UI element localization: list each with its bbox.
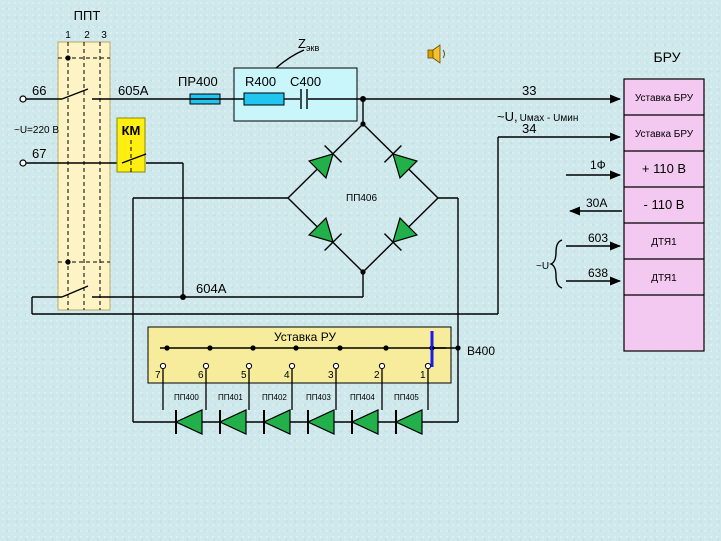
bru-row-label: Уставка БРУ	[635, 129, 694, 140]
ru-tap-label: 4	[284, 370, 290, 381]
bru-row: ДТЯ1	[624, 273, 704, 296]
terminal-66	[19, 95, 27, 103]
ppt-title: ППТ	[74, 8, 101, 23]
terminal-67	[19, 159, 27, 167]
ppt-pin-3: 3	[101, 30, 107, 41]
bru-block	[623, 78, 705, 352]
diode-label: ПП400	[174, 393, 199, 402]
label-34: 34	[522, 121, 536, 136]
bru-row: ДТЯ1	[624, 237, 704, 260]
ru-tap-7[interactable]: 7	[155, 345, 170, 410]
label-c400: С400	[290, 74, 321, 89]
diode-ПП402: ПП402	[262, 393, 291, 435]
ppt-pin-2: 2	[84, 30, 90, 41]
ru-tap-4[interactable]: 4	[284, 345, 299, 410]
ru-tap-label: 3	[328, 370, 334, 381]
diode-label: ПП403	[306, 393, 331, 402]
bru-row: Уставка БРУ	[624, 129, 704, 152]
bru-row: Уставка БРУ	[624, 93, 704, 116]
bru-title: БРУ	[653, 49, 680, 65]
ru-tap-6[interactable]: 6	[198, 345, 213, 410]
ru-tap-label: 1	[420, 370, 426, 381]
ru-setpoint-block	[147, 326, 452, 384]
label-u-range: ~U,Uмах - Uмин	[497, 109, 578, 124]
label-u-small: ~U	[536, 261, 549, 272]
resistor-r400	[243, 92, 285, 106]
ru-tap-3[interactable]: 3	[328, 345, 343, 410]
label-pr400: ПР400	[178, 74, 218, 89]
ru-tap-label: 5	[241, 370, 247, 381]
label-605a: 605А	[118, 83, 149, 98]
label-30a: 30А	[586, 196, 607, 210]
ru-tap-5[interactable]: 5	[241, 345, 256, 410]
speaker-icon[interactable]	[427, 44, 445, 64]
diode-label: ПП402	[262, 393, 287, 402]
label-33: 33	[522, 83, 536, 98]
bru-row: - 110 В	[624, 197, 704, 224]
label-604a: 604А	[196, 281, 227, 296]
diode-ПП401: ПП401	[218, 393, 247, 435]
diode-label: ПП405	[394, 393, 419, 402]
km-label: КМ	[122, 123, 141, 138]
label-603: 603	[588, 231, 608, 245]
ru-tap-label: 7	[155, 370, 161, 381]
bru-row-label: ДТЯ1	[651, 237, 677, 248]
bru-row-label: - 110 В	[644, 197, 685, 212]
label-1f: 1Ф	[590, 158, 606, 172]
label-67: 67	[32, 146, 46, 161]
diode-label: ПП401	[218, 393, 243, 402]
ru-tap-label: 2	[374, 370, 380, 381]
label-r400: R400	[245, 74, 276, 89]
label-66: 66	[32, 83, 46, 98]
ru-tap-2[interactable]: 2	[374, 345, 389, 410]
ru-title: Уставка РУ	[274, 330, 336, 344]
diode-ПП405: ПП405	[394, 393, 423, 435]
bru-row: + 110 В	[624, 161, 704, 188]
diode-ПП403: ПП403	[306, 393, 335, 435]
diode-bridge-pp406	[287, 99, 439, 275]
ru-tap-label: 6	[198, 370, 204, 381]
label-z-equivalent: Zэкв	[298, 36, 319, 53]
diode-label: ПП404	[350, 393, 375, 402]
label-b400: В400	[467, 344, 495, 358]
label-pp406: ПП406	[346, 193, 377, 204]
label-638: 638	[588, 266, 608, 280]
bru-row-label: Уставка БРУ	[635, 93, 694, 104]
diode-ПП404: ПП404	[350, 393, 379, 435]
bru-row-label: ДТЯ1	[651, 273, 677, 284]
bru-row-label: + 110 В	[642, 161, 686, 176]
diode-ПП400: ПП400	[174, 393, 203, 435]
label-voltage-220: ~U=220 В	[14, 125, 59, 136]
ppt-pin-1: 1	[65, 30, 71, 41]
